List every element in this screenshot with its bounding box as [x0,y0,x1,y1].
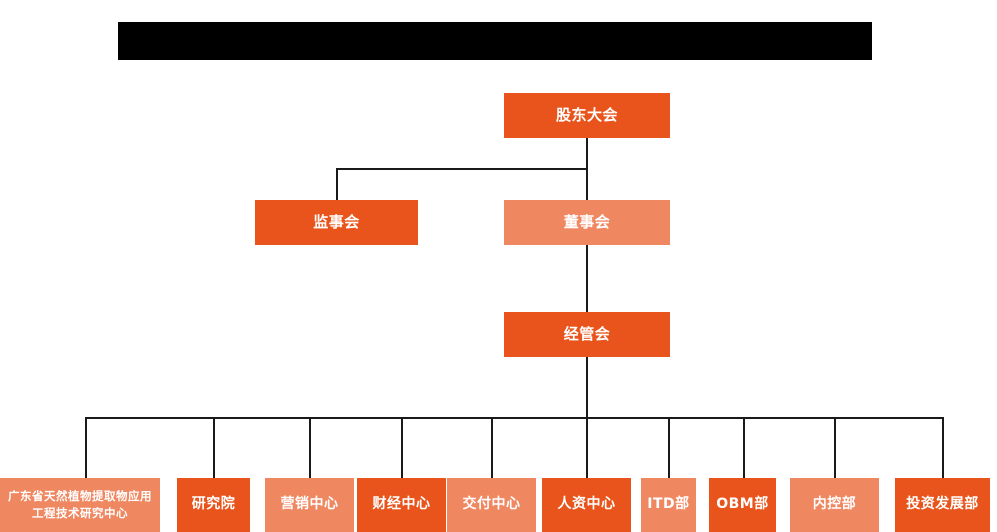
node-label-gd-plant-extract-center: 广东省天然植物提取物应用工程技术研究中心 [8,488,152,520]
node-label-finance-center: 财经中心 [372,496,431,513]
node-hr-center[interactable]: 人资中心 [542,478,631,532]
node-label-management-committee: 经管会 [563,324,611,343]
node-label-internal-control-department: 内控部 [812,496,857,513]
node-label-hr-center: 人资中心 [557,496,616,513]
node-marketing-center[interactable]: 营销中心 [265,478,354,532]
connector-drop-internal-control-department [834,417,836,478]
connector-drop-itd-department [668,417,670,478]
node-delivery-center[interactable]: 交付中心 [447,478,536,532]
node-label-investment-development-department: 投资发展部 [906,496,979,513]
connector-directors-drop [586,168,588,200]
node-label-shareholders-meeting: 股东大会 [555,105,618,124]
node-gd-plant-extract-center[interactable]: 广东省天然植物提取物应用工程技术研究中心 [0,478,160,532]
connector-level2-bus [336,168,588,170]
connector-level4-bus [85,417,943,419]
redacted-title-bar [118,22,872,60]
connector-drop-hr-center [586,417,588,478]
connector-drop-gd-plant-extract-center [85,417,87,478]
node-internal-control-department[interactable]: 内控部 [790,478,879,532]
node-management-committee[interactable]: 经管会 [504,312,670,357]
node-investment-development-department[interactable]: 投资发展部 [895,478,990,532]
connector-directors-to-management [586,244,588,312]
node-itd-department[interactable]: ITD部 [641,478,696,532]
node-label-board-of-supervisors: 监事会 [313,212,360,231]
node-label-board-of-directors: 董事会 [563,212,611,231]
node-label-delivery-center: 交付中心 [462,496,521,513]
connector-drop-research-institute [213,417,215,478]
connector-drop-marketing-center [309,417,311,478]
node-board-of-directors[interactable]: 董事会 [504,200,670,245]
node-finance-center[interactable]: 财经中心 [357,478,446,532]
node-research-institute[interactable]: 研究院 [177,478,250,532]
connector-drop-investment-development-department [942,417,944,478]
connector-supervisors-drop [336,168,338,200]
connector-shareholders-down [586,138,588,169]
node-label-marketing-center: 营销中心 [280,496,339,513]
node-label-itd-department: ITD部 [647,496,690,513]
node-shareholders-meeting[interactable]: 股东大会 [504,93,670,138]
node-label-obm-department: OBM部 [716,496,769,513]
connector-drop-obm-department [743,417,745,478]
connector-management-to-departments [586,357,588,418]
node-obm-department[interactable]: OBM部 [709,478,776,532]
connector-drop-delivery-center [491,417,493,478]
connector-drop-finance-center [401,417,403,478]
node-board-of-supervisors[interactable]: 监事会 [255,200,418,245]
node-label-research-institute: 研究院 [191,496,236,513]
